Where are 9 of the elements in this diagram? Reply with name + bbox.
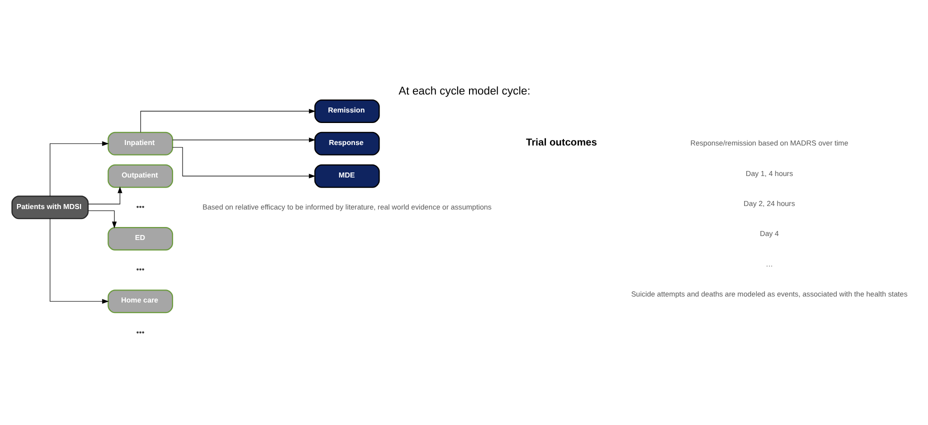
arrow [87,210,116,228]
arrow [88,186,122,204]
label: Trial outcomes [526,137,596,148]
diagram-title: At each cycle model cycle: [398,84,530,97]
arrow [140,108,316,132]
arrow [172,146,316,178]
arrow [49,218,108,304]
arrow [49,140,108,196]
arrow [172,137,316,142]
